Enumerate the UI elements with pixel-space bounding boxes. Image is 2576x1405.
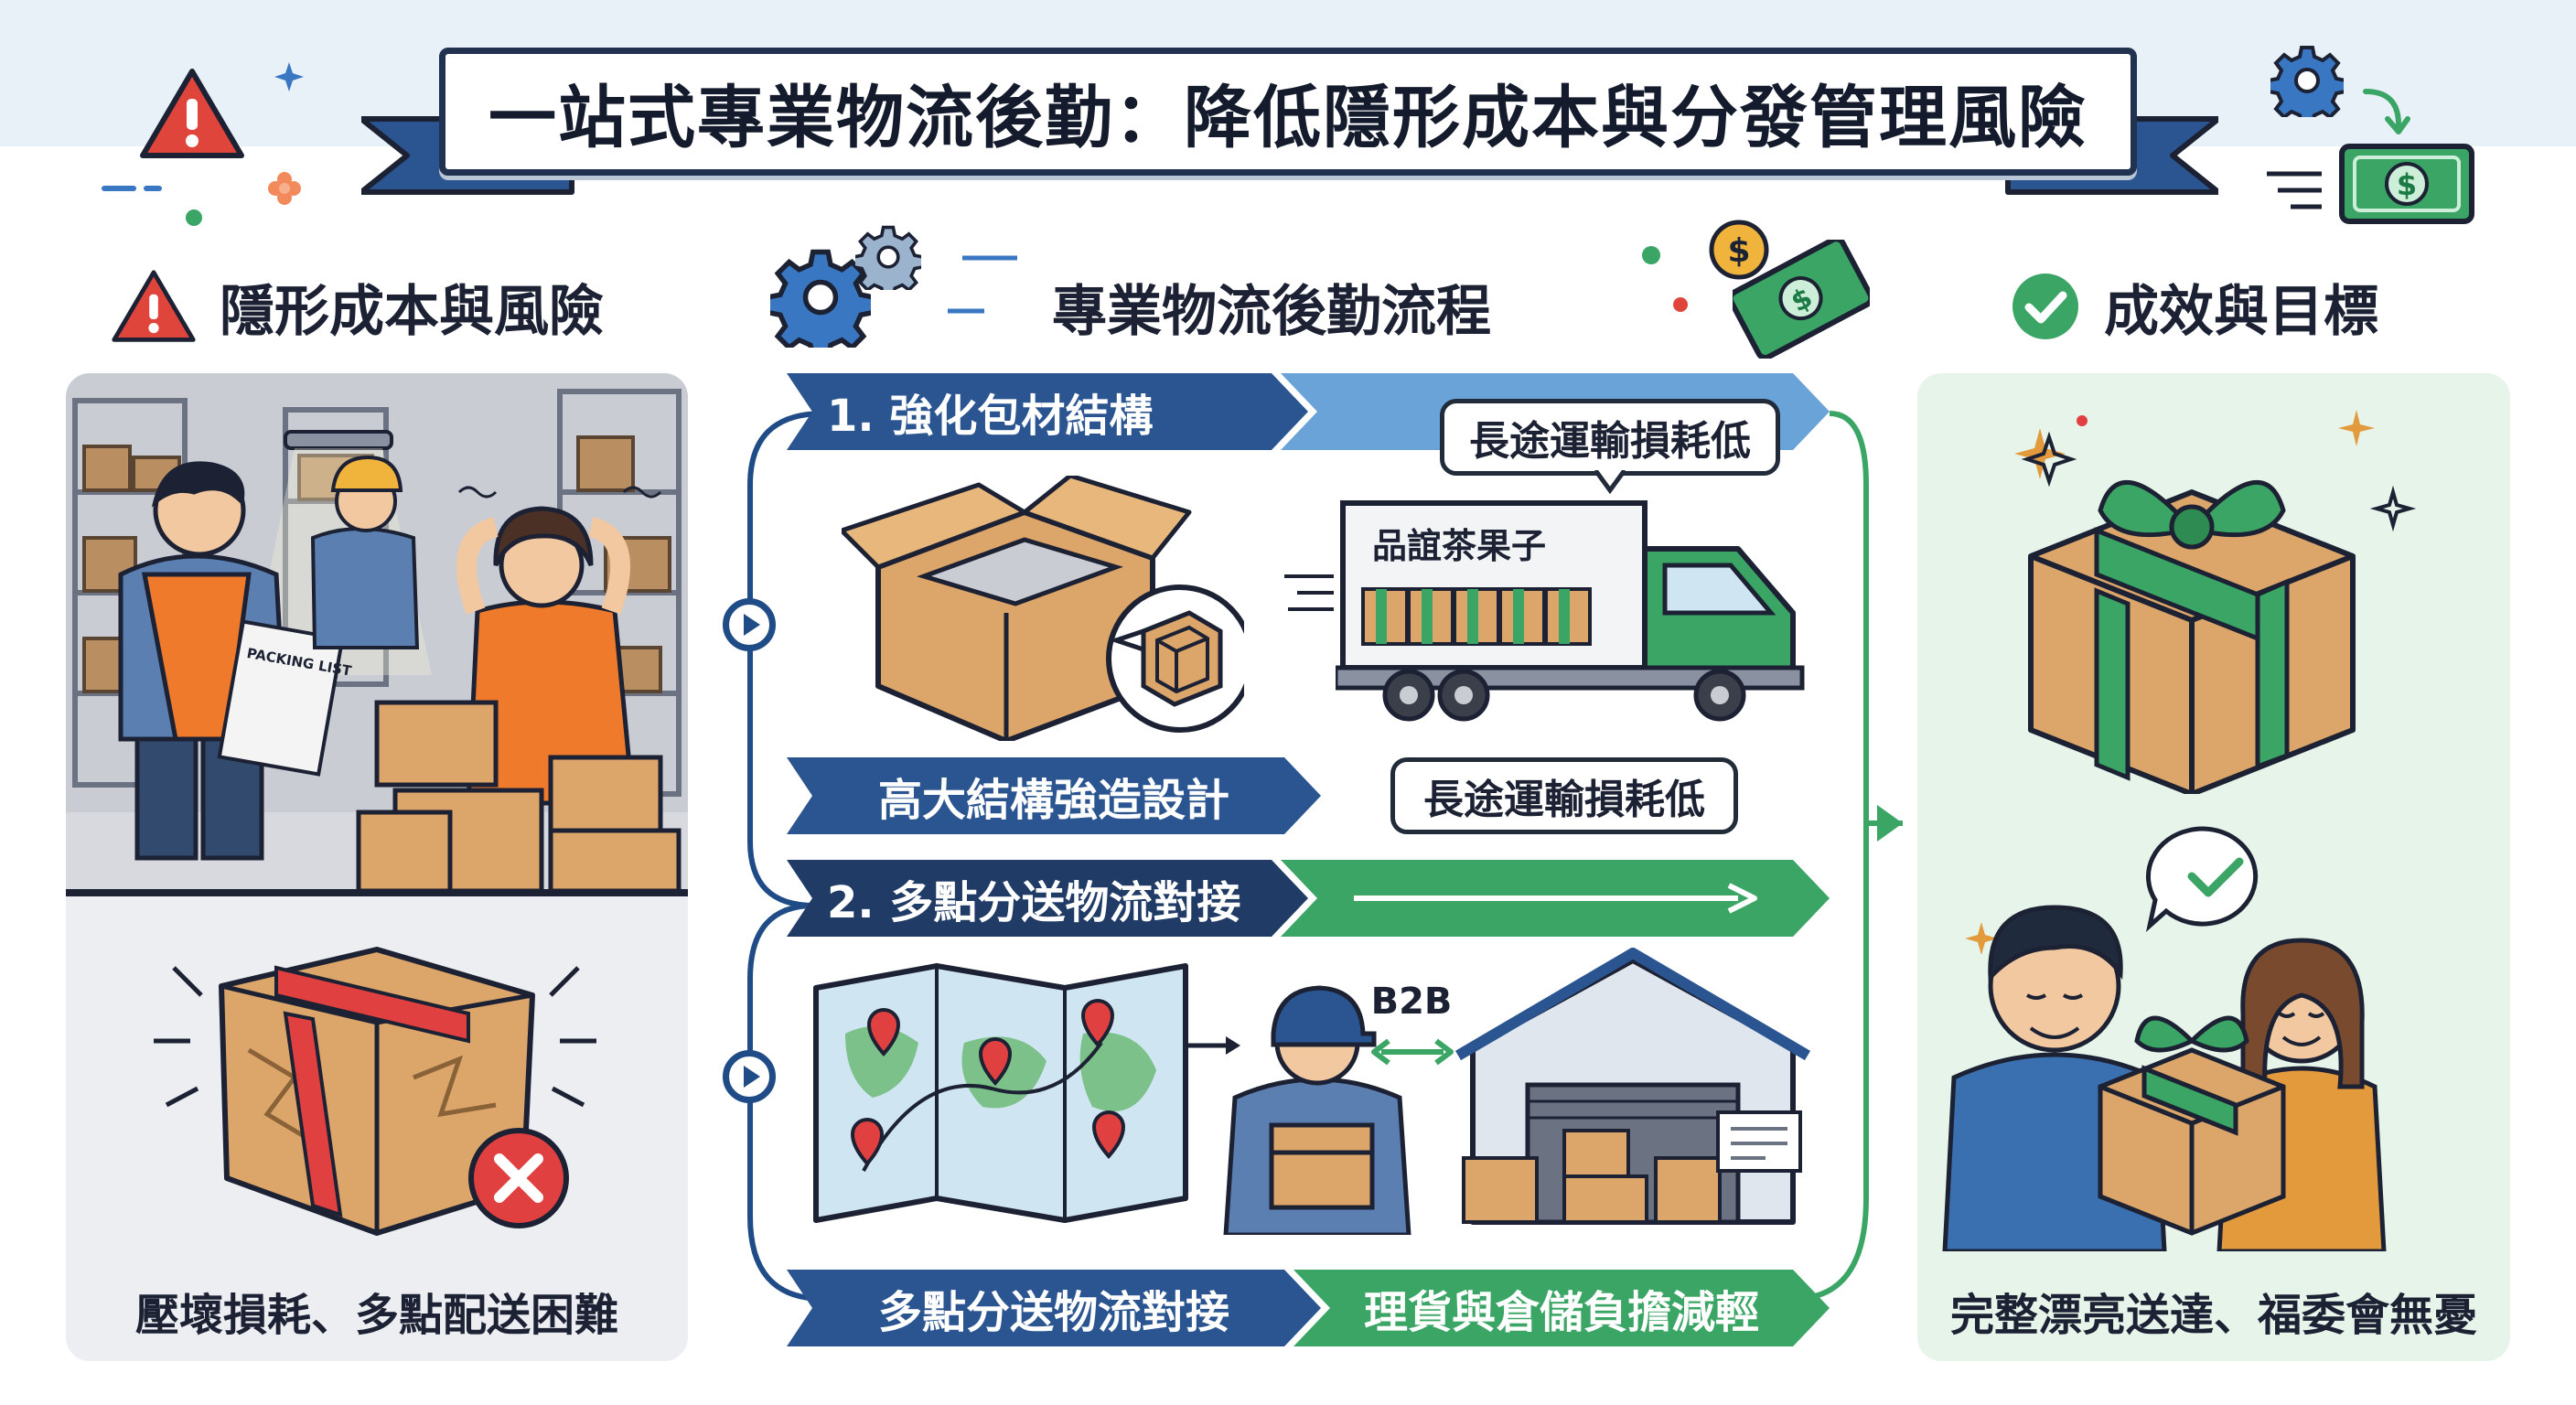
svg-text:$: $	[1727, 232, 1750, 270]
right-section-heading: 成效與目標	[2009, 265, 2378, 348]
step1-bubble-top: 長途運輸損耗低	[1440, 399, 1780, 476]
error-icon	[468, 1128, 569, 1228]
step1-bottom-right-bubble: 長途運輸損耗低	[1390, 757, 1738, 834]
warehouse-illustration	[1454, 948, 1811, 1225]
step1-play-icon	[723, 598, 776, 651]
left-section-heading: 隱形成本與風險	[110, 265, 604, 348]
middle-heading-text: 專業物流後勤流程	[1052, 279, 1491, 344]
decor-dot	[1673, 297, 1688, 312]
svg-text:$: $	[2397, 167, 2417, 202]
decor-dot	[1642, 246, 1660, 264]
arrow-right-icon	[1184, 1036, 1240, 1055]
check-circle-icon	[2012, 273, 2078, 339]
step1-label: 1. 強化包材結構	[827, 391, 1154, 442]
truck-label: 品誼茶果子	[1372, 526, 1546, 566]
step2-bottom-left-text: 多點分送物流對接	[877, 1287, 1229, 1338]
step1-bottom-left-tag: 高大結構強造設計	[787, 757, 1321, 834]
delivery-truck: 品誼茶果子	[1336, 500, 1805, 722]
left-heading-text: 隱形成本與風險	[220, 279, 604, 344]
arrow-curve-icon	[2363, 89, 2410, 134]
step2-label: 2. 多點分送物流對接	[827, 877, 1241, 928]
gear-icon	[770, 249, 871, 348]
money-icon: $	[2339, 144, 2474, 224]
title-banner: 一站式專業物流後勤：降低隱形成本與分發管理風險	[439, 48, 2137, 176]
gear-icon	[2270, 46, 2344, 117]
speed-lines-icon	[2267, 171, 2322, 209]
warehouse-scene: PACKING LIST	[66, 373, 688, 896]
speech-check-icon	[2145, 826, 2259, 932]
warning-icon	[140, 69, 244, 158]
coin-icon: $	[1709, 220, 1769, 280]
right-caption: 完整漂亮送達、福委會無憂	[1949, 1290, 2477, 1341]
right-heading-text: 成效與目標	[2104, 279, 2378, 344]
step2-bottom-left-tag: 多點分送物流對接	[787, 1270, 1321, 1346]
left-caption: 壓壞損耗、多點配送困難	[134, 1290, 618, 1341]
double-arrow-icon	[1371, 1038, 1454, 1066]
step1-header: 1. 強化包材結構	[787, 373, 1308, 450]
step2-header-extension	[1281, 860, 1830, 937]
crushed-box-illustration	[154, 947, 596, 1236]
money-icon: $	[1733, 240, 1870, 359]
gift-box-illustration	[2014, 410, 2417, 794]
page-title: 一站式專業物流後勤：降低隱形成本與分發管理風險	[488, 78, 2088, 157]
decor-dashes	[948, 255, 1017, 314]
step2-bottom-right-tag: 理貨與倉儲負擔減輕	[1293, 1270, 1830, 1346]
open-box-illustration	[842, 476, 1244, 741]
happy-couple-illustration	[1942, 826, 2387, 1251]
step1-bottom-left-text: 高大結構強造設計	[877, 775, 1229, 826]
long-arrow-icon	[1345, 880, 1766, 917]
step2-play-icon	[723, 1050, 776, 1103]
decor-dot	[186, 209, 202, 226]
step1-bottom-right-text: 長途運輸損耗低	[1423, 777, 1705, 823]
right-panel: 完整漂亮送達、福委會無憂	[1917, 373, 2510, 1361]
left-panel: PACKING LIST	[66, 373, 688, 1361]
speed-lines-icon	[1284, 574, 1334, 611]
warning-icon	[112, 270, 196, 342]
sparkle-icon	[274, 62, 304, 91]
gear-icon	[855, 225, 921, 290]
step2-bottom-right-text: 理貨與倉儲負擔減輕	[1363, 1287, 1759, 1338]
step1-bubble-top-text: 長途運輸損耗低	[1469, 418, 1751, 465]
flower-icon	[268, 172, 301, 205]
middle-section-heading: 專業物流後勤流程	[1052, 265, 1491, 348]
b2b-label: B2B	[1370, 981, 1453, 1023]
bubble-tail	[1593, 470, 1627, 494]
decor-dashes	[102, 186, 162, 191]
flow-connector	[747, 411, 1903, 1302]
map-illustration	[813, 963, 1188, 1223]
step2-header: 2. 多點分送物流對接	[787, 860, 1308, 937]
delivery-worker	[1223, 985, 1411, 1235]
